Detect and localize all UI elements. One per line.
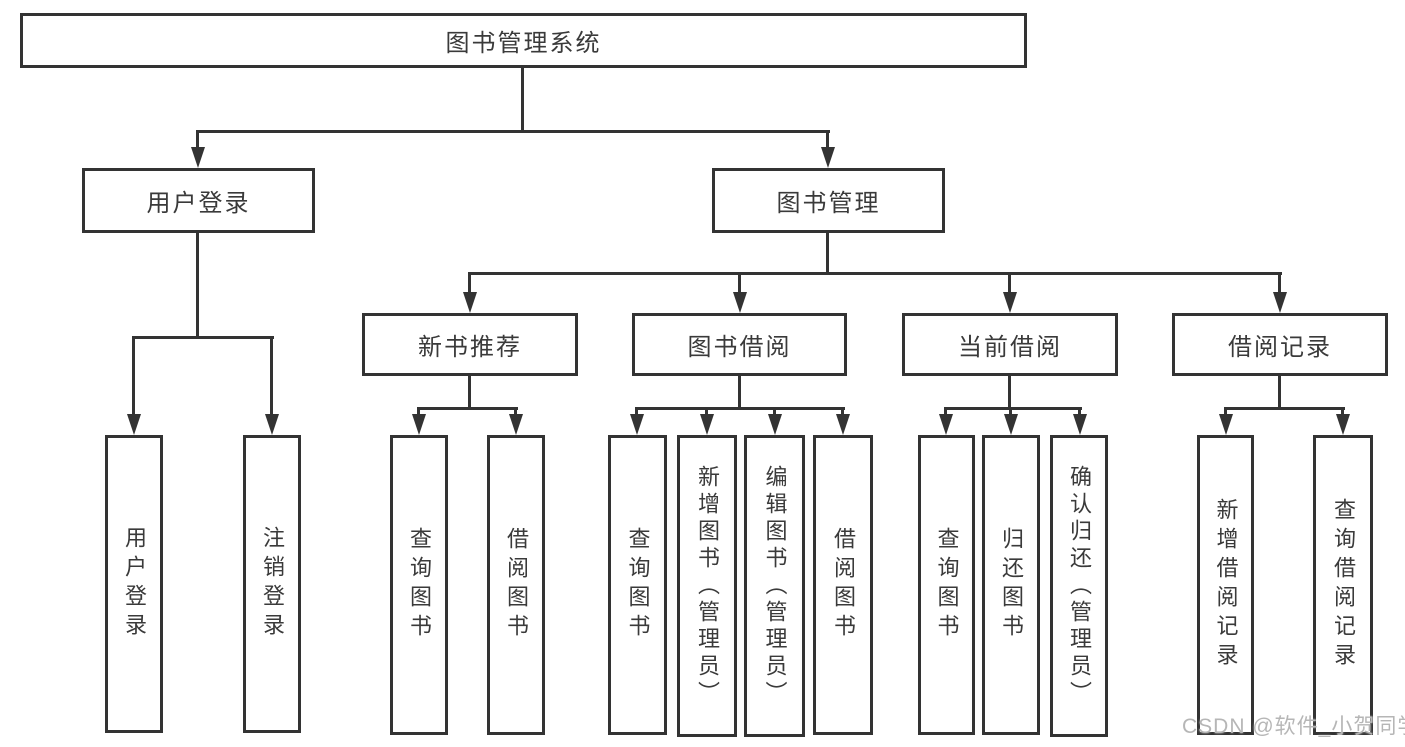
node-borrow-records: 借阅记录 [1172,313,1388,376]
arrow-down-icon [821,147,835,168]
arrow-down-icon [1273,292,1287,313]
node-label: 查询图书 [625,527,651,643]
node-label: 用户登录 [122,526,147,642]
arrow-down-icon [1073,414,1087,435]
node-label: 编辑图书（管理员） [762,464,788,708]
node-label: 借阅记录 [1228,334,1332,361]
connector-line [196,130,830,133]
node-current-query-books: 查询图书 [918,435,975,735]
connector-line [635,407,638,419]
node-label: 归还图书 [999,527,1024,643]
arrow-down-icon [265,414,279,435]
connector-line [1008,272,1011,295]
connector-line [841,407,844,419]
connector-line [468,272,1282,275]
node-label: 注销登录 [260,526,285,642]
connector-line [270,336,273,417]
connector-line [635,407,845,410]
connector-line [1278,376,1281,410]
node-confirm-return-admin: 确认归还（管理员） [1050,435,1108,737]
node-label: 图书管理系统 [445,30,602,57]
connector-line [417,407,420,419]
arrow-down-icon [509,414,523,435]
connector-line [1224,407,1345,410]
node-label: 借阅图书 [504,527,529,643]
node-user-login: 用户登录 [82,168,315,233]
node-label: 新增图书（管理员） [695,464,720,708]
node-label: 图书借阅 [687,334,792,361]
connector-line [132,336,274,339]
connector-line [1009,407,1012,419]
arrow-down-icon [127,414,141,435]
arrow-down-icon [768,414,782,435]
arrow-down-icon [191,147,205,168]
csdn-watermark: CSDN @软件_小贺同学 [1182,715,1405,738]
arrow-down-icon [1219,414,1233,435]
node-new-book-recommend: 新书推荐 [362,313,578,376]
node-add-borrow-record: 新增借阅记录 [1197,435,1254,735]
connector-line [132,336,135,417]
node-library-system: 图书管理系统 [20,13,1027,68]
node-edit-books-admin: 编辑图书（管理员） [744,435,805,737]
node-add-books-admin: 新增图书（管理员） [677,435,737,737]
connector-line [1341,407,1344,419]
node-recommend-query-books: 查询图书 [390,435,448,735]
connector-line [705,407,708,419]
connector-line [468,376,471,410]
arrow-down-icon [836,414,850,435]
arrow-down-icon [939,414,953,435]
node-label: 确认归还（管理员） [1067,464,1092,708]
node-login-action: 用户登录 [105,435,163,733]
node-label: 新书推荐 [418,334,522,361]
connector-line [1078,407,1081,419]
arrow-down-icon [412,414,426,435]
connector-line [468,272,471,295]
node-book-management: 图书管理 [712,168,945,233]
arrow-down-icon [733,292,747,313]
connector-line [826,233,829,275]
node-book-borrow: 图书借阅 [632,313,847,376]
arrow-down-icon [1003,292,1017,313]
connector-line [1278,272,1281,295]
connector-line [514,407,517,419]
node-label: 当前借阅 [958,334,1062,361]
connector-line [738,272,741,295]
node-logout-action: 注销登录 [243,435,301,733]
node-label: 查询图书 [407,527,432,643]
node-label: 借阅图书 [831,527,856,643]
node-return-books: 归还图书 [982,435,1040,735]
connector-line [738,376,741,410]
arrow-down-icon [700,414,714,435]
arrow-down-icon [1336,414,1350,435]
node-label: 新增借阅记录 [1213,498,1239,672]
node-label: 查询借阅记录 [1331,498,1356,672]
node-current-borrow: 当前借阅 [902,313,1118,376]
connector-line [1224,407,1227,419]
connector-line [196,130,199,150]
node-label: 用户登录 [146,190,251,217]
arrow-down-icon [630,414,644,435]
arrow-down-icon [1004,414,1018,435]
node-label: 图书管理 [776,190,881,217]
node-label: 查询图书 [934,527,960,643]
node-recommend-borrow-books: 借阅图书 [487,435,545,735]
connector-line [826,130,829,150]
connector-line [944,407,1082,410]
arrow-down-icon [463,292,477,313]
connector-line [417,407,518,410]
node-borrow-books: 借阅图书 [813,435,873,735]
node-query-borrow-record: 查询借阅记录 [1313,435,1373,735]
connector-line [944,407,947,419]
node-borrow-query-books: 查询图书 [608,435,667,735]
connector-line [1008,376,1011,410]
connector-line [773,407,776,419]
connector-line [521,68,524,133]
connector-line [196,233,199,339]
